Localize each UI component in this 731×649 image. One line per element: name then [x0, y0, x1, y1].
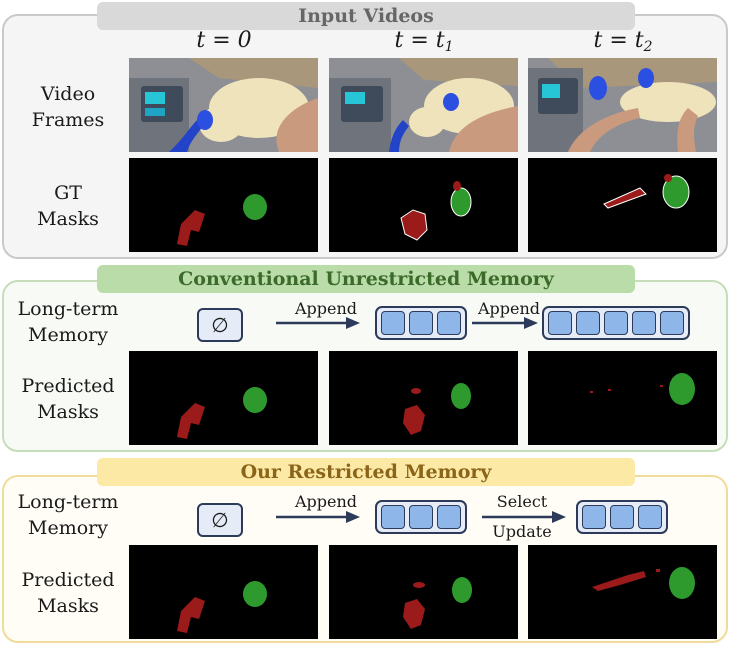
append-label-ours: Append	[294, 492, 358, 511]
memory-slot	[582, 505, 606, 529]
restricted-memory-title: Our Restricted Memory	[97, 458, 635, 486]
select-update-arrow-ours	[482, 511, 566, 523]
memory-stack-conv-t2	[542, 306, 690, 340]
video-frame-t2	[528, 58, 717, 152]
predicted-mask-ours-t1	[329, 545, 518, 639]
append-label-conv-1: Append	[294, 299, 358, 318]
memory-empty-conventional: ∅	[197, 308, 243, 342]
memory-stack-ours-t2	[576, 500, 668, 534]
predicted-mask-conv-t2	[528, 351, 717, 445]
memory-empty-ours: ∅	[197, 503, 243, 537]
memory-slot	[437, 311, 461, 335]
memory-stack-conv-t1	[375, 306, 467, 340]
column-header-t1: t = t1	[394, 28, 454, 55]
memory-slot	[381, 505, 405, 529]
column-header-t2: t = t2	[593, 28, 653, 55]
memory-slot	[638, 505, 662, 529]
update-label-ours: Update	[492, 522, 552, 541]
gt-mask-t2	[528, 158, 717, 252]
conventional-memory-title: Conventional Unrestricted Memory	[97, 265, 635, 293]
append-arrow-conv-2	[472, 317, 538, 329]
memory-slot	[381, 311, 405, 335]
memory-stack-ours-t1	[375, 500, 467, 534]
gt-mask-t1	[329, 158, 518, 252]
predicted-mask-conv-t0	[129, 351, 318, 445]
memory-slot	[437, 505, 461, 529]
memory-slot	[548, 311, 572, 335]
append-arrow-conv-1	[276, 317, 360, 329]
video-frame-t0	[129, 58, 318, 152]
memory-slot	[576, 311, 600, 335]
memory-slot	[632, 311, 656, 335]
append-arrow-ours	[276, 511, 360, 523]
memory-slot	[409, 311, 433, 335]
memory-slot	[409, 505, 433, 529]
column-header-t0: t = 0	[196, 28, 252, 53]
memory-slot	[610, 505, 634, 529]
gt-mask-t0	[129, 158, 318, 252]
predicted-mask-conv-t1	[329, 351, 518, 445]
predicted-mask-ours-t0	[129, 545, 318, 639]
append-label-conv-2: Append	[477, 299, 541, 318]
select-label-ours: Select	[496, 492, 548, 511]
input-videos-title: Input Videos	[97, 2, 635, 30]
video-frame-t1	[329, 58, 518, 152]
memory-slot	[660, 311, 684, 335]
memory-slot	[604, 311, 628, 335]
predicted-mask-ours-t2	[528, 545, 717, 639]
